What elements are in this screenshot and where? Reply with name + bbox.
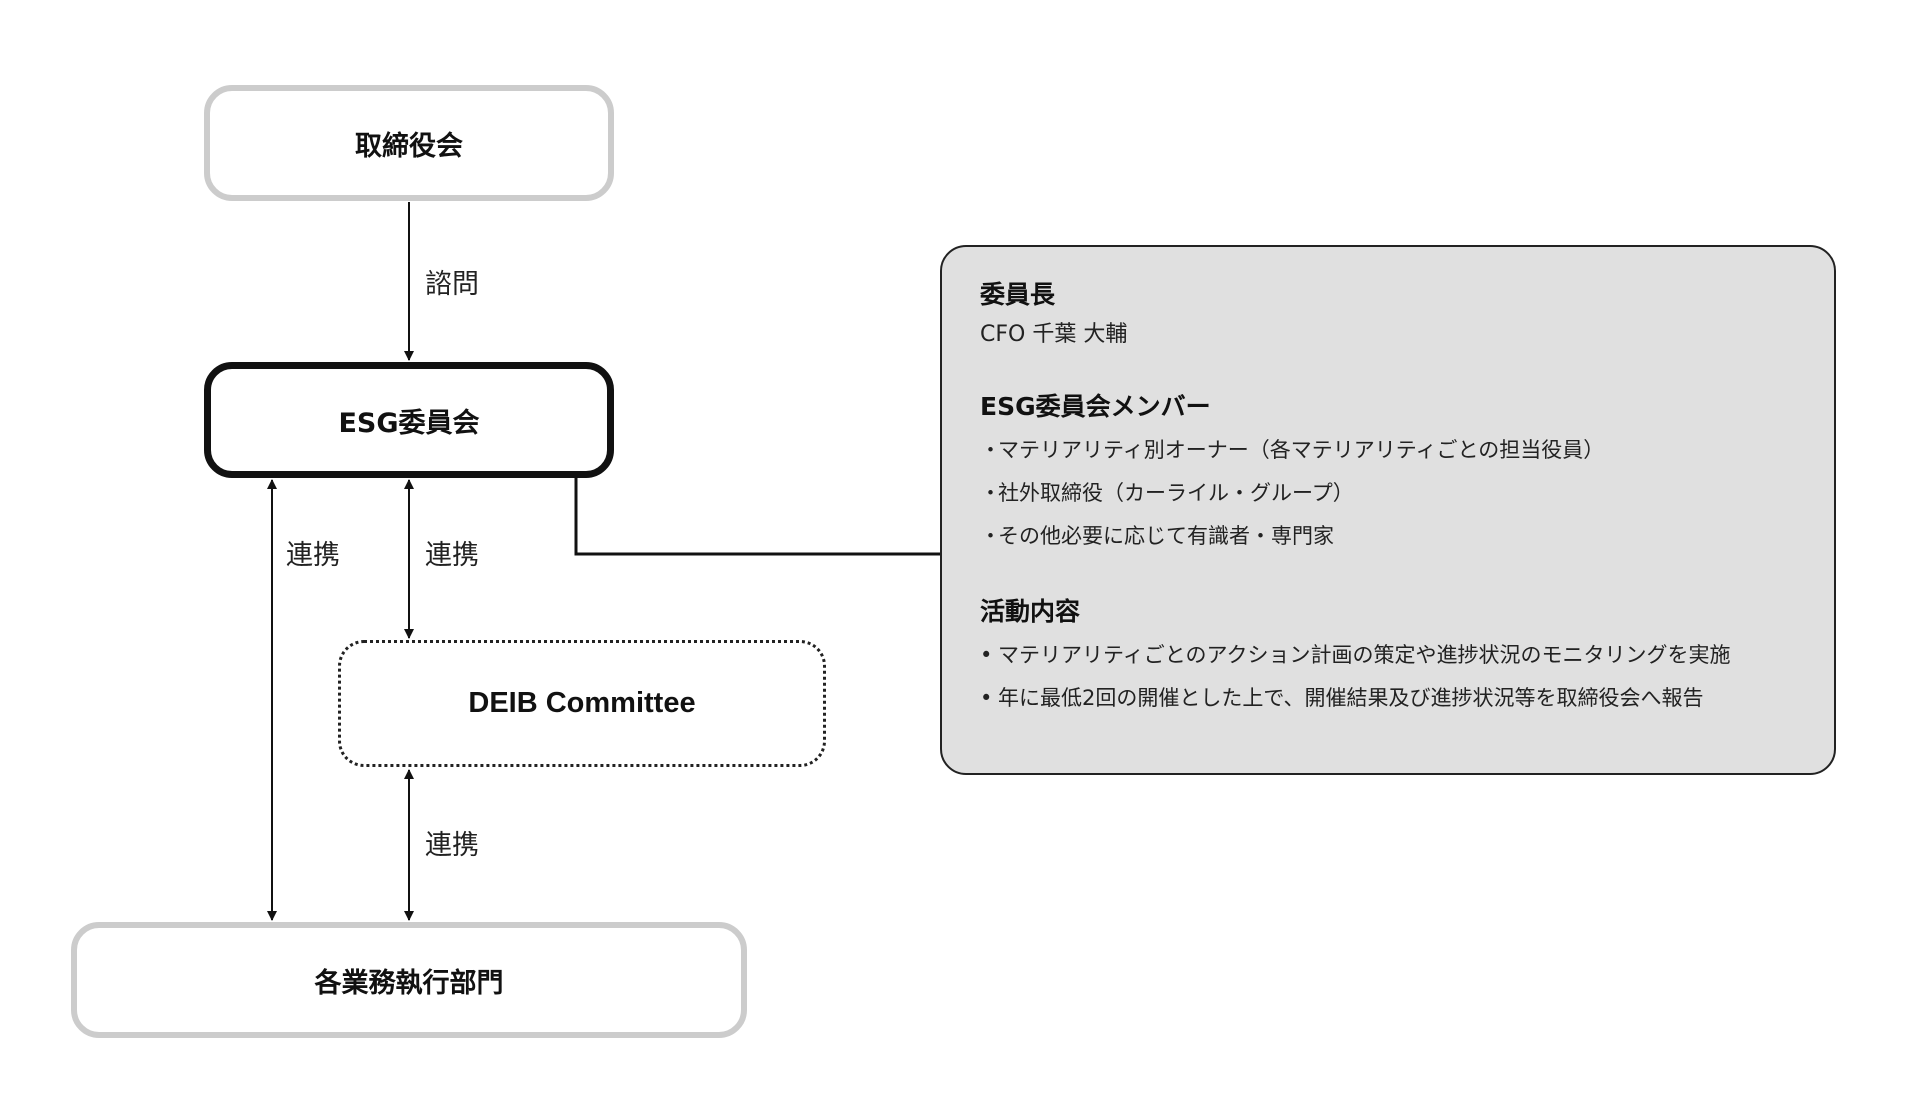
list-item: ・マテリアリティ別オーナー（各マテリアリティごとの担当役員） xyxy=(980,429,1834,472)
chair-heading: 委員長 xyxy=(980,280,1056,309)
bullet-dot: ・ xyxy=(980,438,1001,462)
esg-committee-node: ESG委員会 xyxy=(204,362,614,478)
activities-list: •マテリアリティごとのアクション計画の策定や進捗状況のモニタリングを実施 •年に… xyxy=(980,634,1834,720)
board-label: 取締役会 xyxy=(355,130,463,162)
chair-name: CFO 千葉 大輔 xyxy=(980,322,1128,347)
members-heading: ESG委員会メンバー xyxy=(980,392,1211,421)
list-item: ・その他必要に応じて有識者・専門家 xyxy=(980,515,1834,558)
bullet-dot: • xyxy=(980,686,993,710)
edge-label-deib-divisions: 連携 xyxy=(425,830,479,861)
activities-heading: 活動内容 xyxy=(980,597,1081,626)
edge-label-esg-divisions: 連携 xyxy=(286,540,340,571)
deib-committee-label: DEIB Committee xyxy=(468,687,696,719)
bullet-dot: ・ xyxy=(980,481,1001,505)
connector-esg-to-panel xyxy=(574,423,942,556)
business-divisions-label: 各業務執行部門 xyxy=(314,967,504,999)
member-text: 社外取締役（カーライル・グループ） xyxy=(998,481,1354,505)
member-text: その他必要に応じて有識者・専門家 xyxy=(998,524,1334,548)
board-of-directors-node: 取締役会 xyxy=(204,85,614,201)
members-list: ・マテリアリティ別オーナー（各マテリアリティごとの担当役員） ・社外取締役（カー… xyxy=(980,429,1834,558)
edge-label-esg-deib: 連携 xyxy=(425,540,479,571)
activity-text: 年に最低2回の開催とした上で、開催結果及び進捗状況等を取締役会へ報告 xyxy=(998,686,1704,710)
bullet-dot: • xyxy=(980,643,993,667)
deib-committee-node: DEIB Committee xyxy=(338,640,826,767)
bullet-dot: ・ xyxy=(980,524,1001,548)
activity-text: マテリアリティごとのアクション計画の策定や進捗状況のモニタリングを実施 xyxy=(998,643,1731,667)
list-item: •マテリアリティごとのアクション計画の策定や進捗状況のモニタリングを実施 xyxy=(980,634,1834,677)
list-item: •年に最低2回の開催とした上で、開催結果及び進捗状況等を取締役会へ報告 xyxy=(980,677,1834,720)
esg-committee-detail-panel: 委員長 CFO 千葉 大輔 ESG委員会メンバー ・マテリアリティ別オーナー（各… xyxy=(940,245,1836,775)
esg-committee-label: ESG委員会 xyxy=(338,407,480,439)
edge-label-consult: 諮問 xyxy=(425,269,479,300)
list-item: ・社外取締役（カーライル・グループ） xyxy=(980,472,1834,515)
business-divisions-node: 各業務執行部門 xyxy=(71,922,747,1038)
member-text: マテリアリティ別オーナー（各マテリアリティごとの担当役員） xyxy=(998,438,1605,462)
